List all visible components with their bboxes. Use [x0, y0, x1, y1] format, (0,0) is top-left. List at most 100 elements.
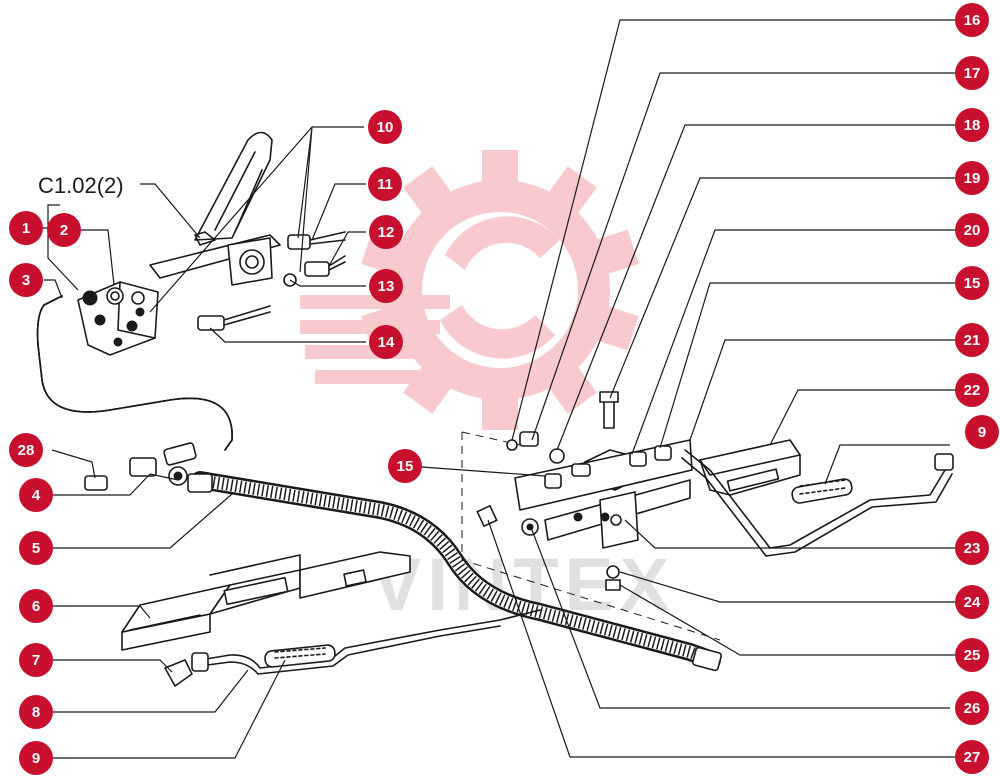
right-bracket	[681, 439, 954, 557]
callout-circle	[19, 695, 53, 729]
callout-number: 3	[22, 272, 30, 289]
callout-21: 21	[955, 323, 989, 357]
callout-circle	[368, 110, 402, 144]
callout-circle	[955, 585, 989, 619]
callout-22: 22	[955, 373, 989, 407]
callout-circle	[955, 56, 989, 90]
callout-circle	[369, 269, 403, 303]
callout-number: 20	[964, 222, 981, 239]
callout-number: 7	[32, 652, 40, 669]
callout-circle	[955, 3, 989, 37]
callout-circle	[19, 643, 53, 677]
callout-circle	[9, 211, 43, 245]
callout-number: 24	[964, 594, 981, 611]
callout-19: 19	[955, 161, 989, 195]
callout-circle	[369, 215, 403, 249]
watermark-logo	[300, 150, 639, 430]
callout-17: 17	[955, 56, 989, 90]
callout-number: 8	[32, 704, 40, 721]
callout-circle	[955, 531, 989, 565]
callout-number: 27	[964, 749, 981, 766]
callout-27: 27	[955, 740, 989, 774]
callout-number: 4	[32, 487, 41, 504]
callout-number: 17	[964, 65, 981, 82]
callout-3: 3	[9, 263, 43, 297]
callout-number: 13	[378, 278, 395, 295]
pedal-bracket	[149, 231, 281, 286]
callout-26: 26	[955, 691, 989, 725]
callout-9: 9	[965, 415, 999, 449]
callout-circle	[47, 213, 81, 247]
callout-23: 23	[955, 531, 989, 565]
callout-circle	[955, 108, 989, 142]
callout-9: 9	[19, 741, 53, 775]
callout-number: 18	[964, 117, 981, 134]
callout-circle	[19, 531, 53, 565]
callout-15: 15	[388, 449, 422, 483]
callout-24: 24	[955, 585, 989, 619]
callout-number: 21	[964, 332, 981, 349]
callout-number: 25	[964, 647, 981, 664]
callout-number: 11	[377, 176, 393, 193]
callout-8: 8	[19, 695, 53, 729]
left-pipe	[164, 609, 541, 687]
right-assembly	[461, 391, 721, 641]
callout-number: 10	[377, 119, 394, 136]
callout-circle	[9, 433, 43, 467]
callout-number: 12	[378, 224, 395, 241]
callout-number: 5	[32, 540, 40, 557]
callout-number: 9	[32, 750, 40, 767]
callout-1: 1	[9, 211, 43, 245]
callout-16: 16	[955, 3, 989, 37]
callout-circle	[955, 740, 989, 774]
callout-number: 28	[18, 442, 35, 459]
pressure-switches	[197, 231, 346, 331]
callout-circle	[369, 325, 403, 359]
callout-12: 12	[369, 215, 403, 249]
callout-circle	[965, 415, 999, 449]
callout-number: 9	[978, 424, 986, 441]
callout-number: 23	[964, 540, 981, 557]
callout-number: 14	[378, 334, 395, 351]
callout-circle	[19, 589, 53, 623]
callout-circle	[955, 691, 989, 725]
callout-4: 4	[19, 478, 53, 512]
callout-number: 1	[22, 220, 30, 237]
callout-10: 10	[368, 110, 402, 144]
callout-11: 11	[368, 167, 402, 201]
callout-circle	[955, 373, 989, 407]
callout-circle	[955, 323, 989, 357]
callout-2: 2	[47, 213, 81, 247]
callout-circle	[955, 638, 989, 672]
left-bracket	[121, 551, 411, 651]
callout-number: 19	[964, 170, 981, 187]
callout-28: 28	[9, 433, 43, 467]
brake-pedal	[194, 131, 273, 241]
callout-number: 16	[964, 12, 981, 29]
callout-circle	[955, 161, 989, 195]
callout-number: 2	[60, 222, 68, 239]
callout-circle	[19, 741, 53, 775]
leader-lines	[40, 19, 956, 759]
callout-20: 20	[955, 213, 989, 247]
callout-circle	[388, 449, 422, 483]
callout-6: 6	[19, 589, 53, 623]
fittings	[84, 457, 188, 491]
callout-7: 7	[19, 643, 53, 677]
reference-label: C1.02(2)	[38, 173, 124, 198]
callout-14: 14	[369, 325, 403, 359]
callout-number: 26	[964, 700, 981, 717]
callout-25: 25	[955, 638, 989, 672]
callout-number: 22	[964, 382, 981, 399]
brake-valve	[77, 281, 159, 356]
callout-number: 15	[397, 458, 414, 475]
flexible-hose	[36, 295, 233, 466]
callout-number: 15	[964, 275, 981, 292]
callout-circle	[9, 263, 43, 297]
callout-circle	[955, 213, 989, 247]
callout-5: 5	[19, 531, 53, 565]
callout-number: 6	[32, 598, 40, 615]
callout-18: 18	[955, 108, 989, 142]
